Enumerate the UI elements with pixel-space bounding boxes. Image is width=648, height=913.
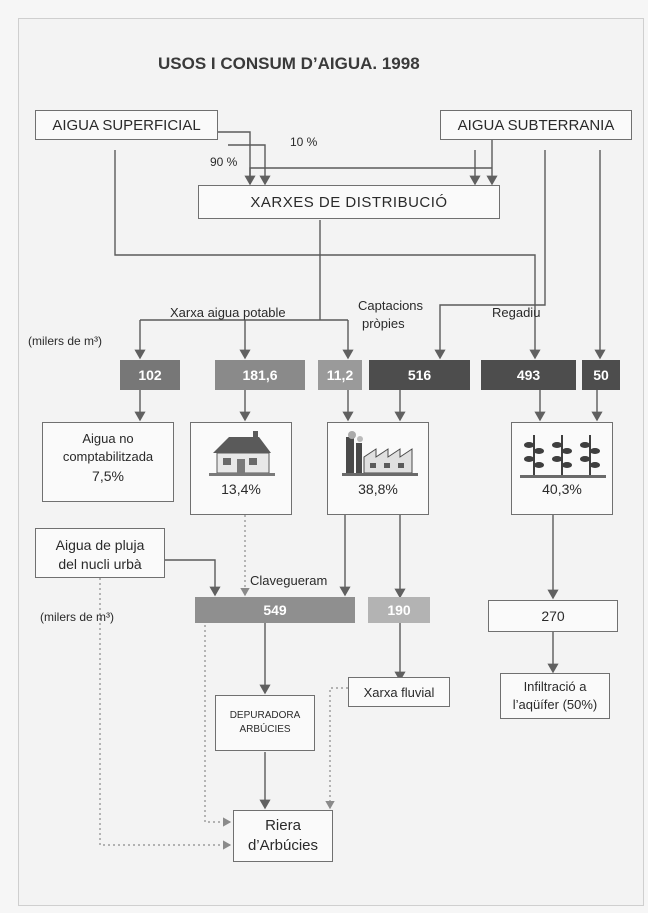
domestic-use-box: 13,4% bbox=[190, 422, 292, 515]
volume-irrigation-ground: 50 bbox=[582, 360, 620, 390]
surface-share-label: 90 % bbox=[210, 155, 238, 169]
rain-line-2: del nucli urbà bbox=[58, 556, 142, 572]
groundwater-source: AIGUA SUBTERRANIA bbox=[440, 110, 632, 140]
irrigation-use-box: 40,3% bbox=[511, 422, 613, 515]
unaccounted-line-1: Aigua no bbox=[82, 431, 134, 446]
riera-line-2: d’Arbúcies bbox=[247, 837, 319, 854]
industry-use-box: 38,8% bbox=[327, 422, 429, 515]
infiltration-line-2: l’aqüífer (50%) bbox=[512, 697, 598, 712]
volume-sewer: 549 bbox=[195, 597, 355, 623]
treatment-line-2: ARBÚCIES bbox=[239, 724, 291, 735]
groundwater-share-label: 10 % bbox=[290, 135, 318, 149]
diagram-title: USOS I CONSUM D’AIGUA. 1998 bbox=[158, 54, 420, 73]
infiltration-line-1: Infiltració a bbox=[523, 679, 587, 694]
unaccounted-pct: 7,5% bbox=[92, 468, 124, 484]
factory-icon bbox=[342, 431, 418, 476]
unaccounted-use-box: Aigua no comptabilitzada 7,5% bbox=[42, 422, 174, 502]
riera-arbucies-box: Riera d’Arbúcies bbox=[233, 810, 333, 862]
volume-industry-own: 516 bbox=[369, 360, 470, 390]
volume-industry-river: 190 bbox=[368, 597, 430, 623]
treatment-plant-box: DEPURADORA ARBÚCIES bbox=[215, 695, 315, 751]
rain-line-1: Aigua de pluja bbox=[55, 537, 145, 553]
river-network-box: Xarxa fluvial bbox=[348, 677, 450, 707]
potable-network-label: Xarxa aigua potable bbox=[170, 305, 286, 320]
own-intakes-label-2: pròpies bbox=[362, 316, 405, 331]
surface-water-source: AIGUA SUPERFICIAL bbox=[35, 110, 218, 140]
volume-domestic: 181,6 bbox=[215, 360, 305, 390]
urban-rain-box: Aigua de pluja del nucli urbà bbox=[35, 528, 165, 578]
own-intakes-label-1: Captacions bbox=[358, 298, 424, 313]
volume-industry-network: 11,2 bbox=[318, 360, 362, 390]
infiltration-box: Infiltració a l’aqüífer (50%) bbox=[500, 673, 610, 719]
industry-pct: 38,8% bbox=[358, 481, 398, 497]
units-label-bottom: (milers de m³) bbox=[40, 610, 114, 624]
sewer-label: Clavegueram bbox=[250, 573, 328, 588]
treatment-line-1: DEPURADORA bbox=[229, 710, 301, 721]
house-icon bbox=[209, 431, 275, 476]
volume-irrigation-surface: 493 bbox=[481, 360, 576, 390]
domestic-pct: 13,4% bbox=[221, 481, 261, 497]
units-label-top: (milers de m³) bbox=[28, 334, 102, 348]
irrigation-pct: 40,3% bbox=[542, 481, 582, 497]
distribution-network-box: XARXES DE DISTRIBUCIÓ bbox=[198, 185, 500, 219]
crops-icon bbox=[520, 435, 606, 478]
volume-unaccounted: 102 bbox=[120, 360, 180, 390]
irrigation-label: Regadiu bbox=[492, 305, 541, 320]
riera-line-1: Riera bbox=[265, 817, 301, 834]
volume-irrigation-return: 270 bbox=[488, 600, 618, 632]
unaccounted-line-2: comptabilitzada bbox=[62, 449, 154, 464]
